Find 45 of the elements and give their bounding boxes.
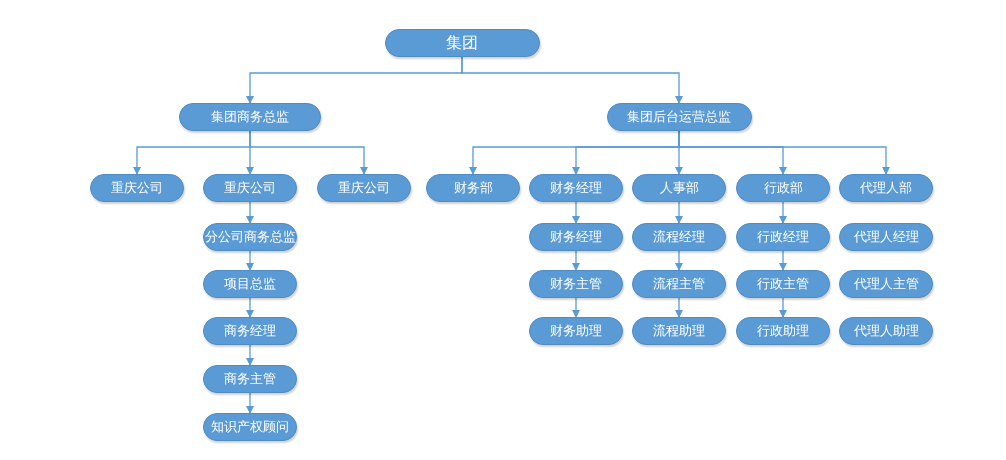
role-box: 人事部	[632, 174, 726, 202]
role-box: 财务经理	[529, 174, 623, 202]
connector-arrow	[572, 201, 580, 224]
connector-arrow	[246, 344, 254, 366]
role-box: 集团	[384, 29, 540, 57]
role-box: 商务主管	[203, 365, 297, 393]
connector-arrow	[246, 297, 254, 318]
role-box: 分公司商务总监	[203, 223, 297, 251]
role-box: 集团后台运营总监	[606, 103, 752, 131]
role-box: 代理人主管	[839, 270, 933, 298]
connector-arrow	[572, 250, 580, 271]
role-box: 项目总监	[203, 270, 297, 298]
connector-arrow	[246, 201, 254, 224]
role-box: 知识产权顾问	[203, 413, 297, 441]
role-box: 财务经理	[529, 223, 623, 251]
role-box: 流程助理	[632, 317, 726, 345]
connector-arrow	[779, 250, 787, 271]
connector-arrow	[779, 297, 787, 318]
role-box: 行政经理	[736, 223, 830, 251]
role-box: 代理人经理	[839, 223, 933, 251]
connector-arrow	[246, 250, 254, 271]
role-box: 行政主管	[736, 270, 830, 298]
connector-arrow	[572, 297, 580, 318]
role-box: 重庆公司	[90, 174, 184, 202]
connector-arrow	[678, 130, 890, 175]
connector-arrow	[246, 392, 254, 414]
role-box: 行政部	[736, 174, 830, 202]
connector-arrow	[675, 297, 683, 318]
role-box: 商务经理	[203, 317, 297, 345]
role-box: 财务部	[426, 174, 520, 202]
role-box: 流程经理	[632, 223, 726, 251]
connector-arrow	[779, 201, 787, 224]
role-box: 重庆公司	[203, 174, 297, 202]
role-box: 重庆公司	[317, 174, 411, 202]
role-box: 财务助理	[529, 317, 623, 345]
role-box: 代理人助理	[839, 317, 933, 345]
connector-arrow	[249, 130, 368, 175]
role-box: 财务主管	[529, 270, 623, 298]
connector-arrow	[675, 201, 683, 224]
connector-arrow	[461, 56, 683, 104]
role-box: 流程主管	[632, 270, 726, 298]
connector-arrow	[675, 250, 683, 271]
role-box: 集团商务总监	[179, 103, 321, 131]
role-box: 行政助理	[736, 317, 830, 345]
role-box: 代理人部	[839, 174, 933, 202]
